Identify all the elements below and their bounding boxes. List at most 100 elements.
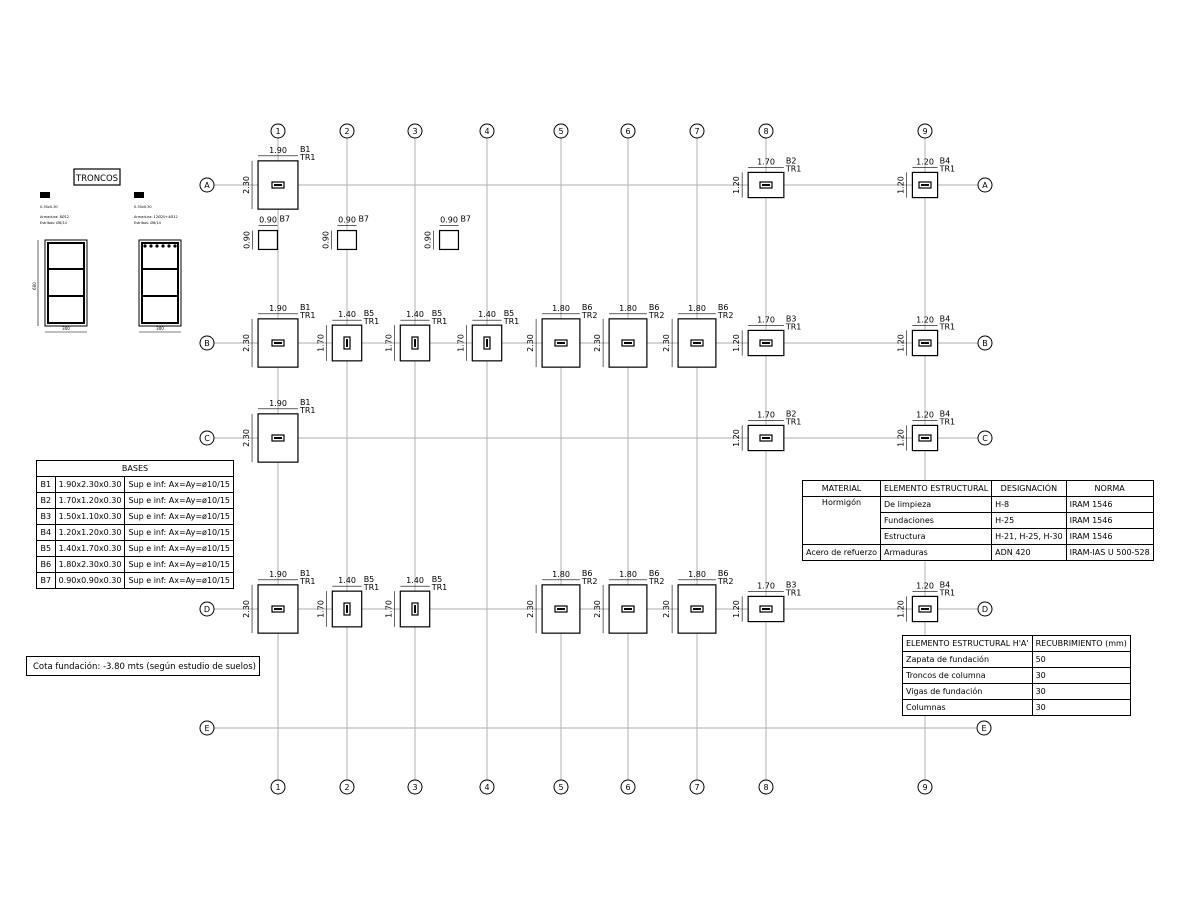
grid-bubble-col-bottom-9: 9	[922, 783, 927, 792]
column-stub-fill	[346, 339, 348, 347]
column-stub-fill	[346, 605, 348, 613]
mat-cell: H-8	[991, 496, 1067, 513]
mat-cell: Acero de refuerzo	[802, 544, 881, 561]
footing-tronco-code: TR1	[299, 406, 316, 415]
cov-cell: Vigas de fundación	[902, 683, 1033, 700]
footing-width-label: 1.70	[757, 581, 775, 590]
column-stub-fill	[762, 437, 770, 439]
footing-height-label: 1.20	[732, 176, 741, 194]
footing-height-label: 2.30	[242, 334, 251, 352]
bases-cell-code: B7	[36, 572, 56, 589]
mat-cell: Armaduras	[879, 544, 993, 561]
column-stub-fill	[624, 342, 632, 344]
grid-bubble-col-bottom-6: 6	[625, 783, 630, 792]
mat-cell: IRAM 1546	[1065, 496, 1154, 513]
footing-base-code: B2	[786, 156, 797, 165]
column-stub-fill	[921, 608, 929, 610]
grid-bubble-row-left-D-circle	[199, 601, 215, 617]
grid-bubble-row-left-B: B	[204, 339, 210, 348]
bases-cell-dims: 1.80x2.30x0.30	[54, 556, 126, 573]
grid-bubble-row-right-D: D	[982, 605, 988, 614]
footing-width-label: 1.20	[916, 410, 934, 419]
footing-tronco-code: TR1	[299, 577, 316, 586]
footing-outline	[438, 229, 460, 251]
footing-height-label: 1.70	[384, 600, 393, 618]
grid-bubble-col-top-9: 9	[922, 127, 927, 136]
footing-height-label: 2.30	[526, 334, 535, 352]
grid-bubble-col-bottom-8-circle	[758, 779, 774, 795]
footing-outline	[336, 229, 358, 251]
footing-base-code: B1	[300, 398, 311, 407]
footing-width-label: 1.20	[916, 157, 934, 166]
grid-bubble-col-bottom-1-circle	[270, 779, 286, 795]
tronco-2-code: 0.30x0.30	[134, 205, 152, 209]
cov-cell: 50	[1031, 651, 1131, 668]
footing-tronco-code: TR2	[648, 577, 665, 586]
troncos-detail: TRONCOS 0.30x0.30 Armadura: 8Ø12 Estribo…	[32, 168, 182, 333]
mat-cell: ADN 420	[991, 544, 1067, 561]
footing-tronco-code: TR2	[581, 311, 598, 320]
grid-bubble-col-top-2-circle	[339, 123, 355, 139]
tronco-1-code: 0.30x0.30	[40, 205, 58, 209]
footing-width-label: 0.90	[338, 216, 356, 225]
footing-tronco-code: TR2	[581, 577, 598, 586]
footing-height-label: 1.70	[456, 334, 465, 352]
grid-bubble-row-right-C: C	[982, 434, 988, 443]
column-stub-fill	[921, 437, 929, 439]
mat-cell: IRAM-IAS U 500-528	[1065, 544, 1154, 561]
grid-bubble-col-bottom-8: 8	[763, 783, 768, 792]
footing-width-label: 1.20	[916, 581, 934, 590]
tronco-1-estribos: Estribos: Ø6/14	[40, 220, 68, 225]
footing-width-label: 1.40	[338, 310, 356, 319]
footing-base-code: B6	[582, 303, 593, 312]
footing-tronco-code: TR2	[717, 577, 734, 586]
footing-tronco-code: TR1	[503, 317, 520, 326]
grid-bubble-row-left-C-circle	[199, 430, 215, 446]
footing-tronco-code: TR1	[939, 588, 956, 597]
grid-bubble-col-top-8: 8	[763, 127, 768, 136]
grid-bubble-col-top-5: 5	[558, 127, 563, 136]
grid-bubble-col-bottom-1: 1	[275, 783, 280, 792]
footing-width-label: 0.90	[259, 216, 277, 225]
column-stub-fill	[274, 342, 282, 344]
footing-width-label: 1.70	[757, 315, 775, 324]
mat-header-element: ELEMENTO ESTRUCTURAL	[879, 480, 993, 497]
footing-tronco-code: TR1	[939, 417, 956, 426]
bases-cell-arm: Sup e inf: Ax=Ay=ø10/15	[124, 540, 234, 557]
grid-bubble-row-right-D-circle	[977, 601, 993, 617]
footing-base-code: B7	[460, 215, 471, 224]
grid-bubble-row-right-A-circle	[977, 177, 993, 193]
column-stub-fill	[274, 608, 282, 610]
grid-bubble-col-bottom-3-circle	[407, 779, 423, 795]
grid-bubble-row-right-E-circle	[976, 720, 992, 736]
footing-height-label: 1.20	[732, 429, 741, 447]
footing-tronco-code: TR1	[363, 317, 380, 326]
footing-width-label: 1.90	[269, 399, 287, 408]
footing-height-label: 1.70	[316, 600, 325, 618]
grid-bubble-row-right-E: E	[981, 724, 986, 733]
tronco-2-section	[138, 239, 182, 333]
grid-bubble-row-left-D: D	[204, 605, 210, 614]
footing-width-label: 1.20	[916, 315, 934, 324]
cov-header-value: RECUBRIMIENTO (mm)	[1031, 635, 1131, 652]
footing-width-label: 1.80	[619, 304, 637, 313]
grid-bubble-col-bottom-9-circle	[917, 779, 933, 795]
grid-bubble-col-top-6-circle	[620, 123, 636, 139]
footing-tronco-code: TR1	[299, 311, 316, 320]
cov-cell: Zapata de fundación	[902, 651, 1033, 668]
footing-height-label: 1.70	[384, 334, 393, 352]
